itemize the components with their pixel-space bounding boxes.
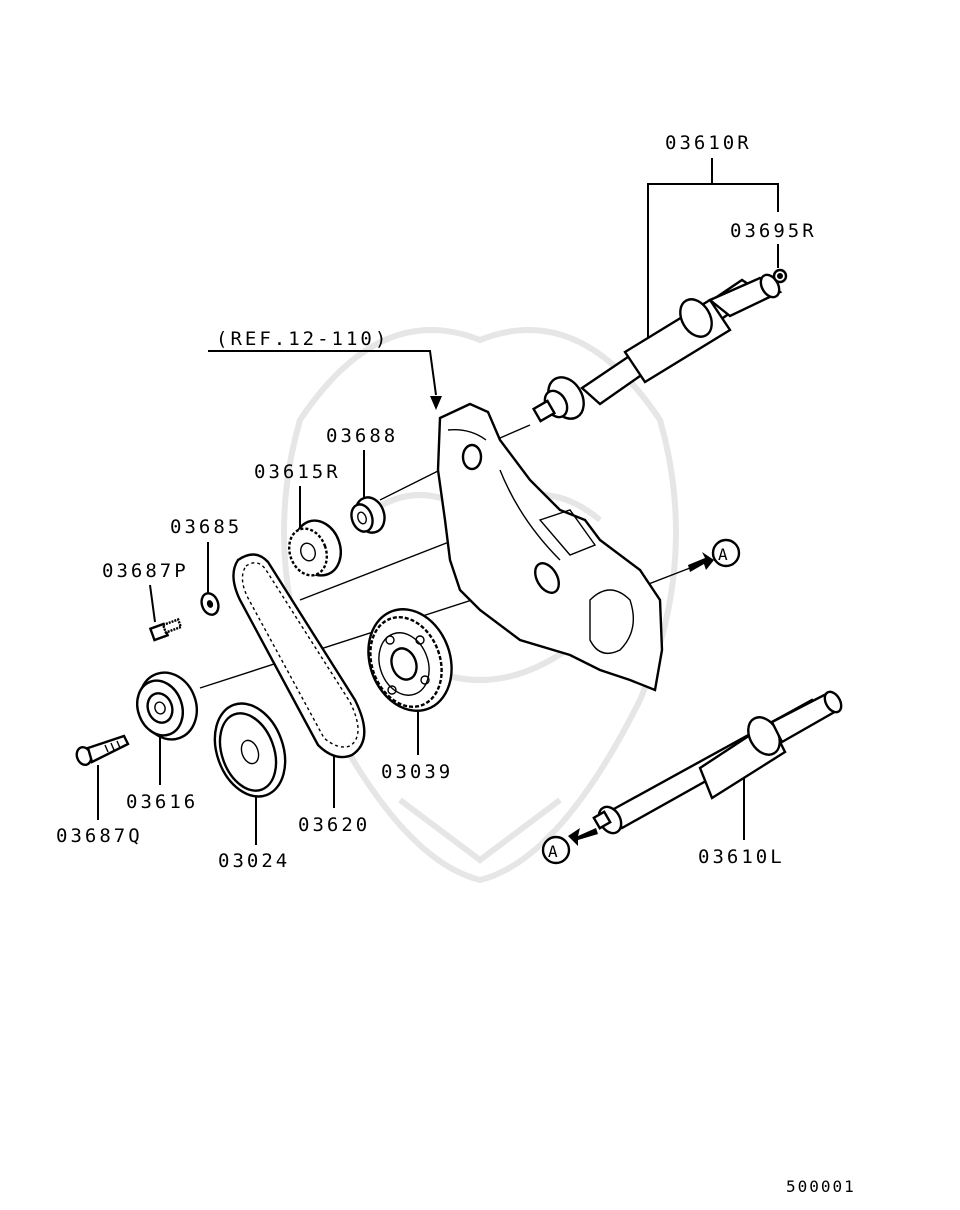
label-03615R[interactable]: 03615R: [254, 461, 341, 483]
crank-sprocket-03024[interactable]: [203, 694, 298, 807]
arrow-to-A-left: A: [541, 828, 598, 865]
label-03687Q[interactable]: 03687Q: [56, 825, 143, 847]
footer-code: 500001: [786, 1177, 856, 1196]
label-03610R[interactable]: 03610R: [665, 132, 752, 154]
tensioner-pulley-03616[interactable]: [130, 664, 206, 747]
balance-shaft-right[interactable]: [531, 272, 783, 425]
oil-pump-case[interactable]: [436, 402, 664, 692]
balance-shaft-left[interactable]: [592, 689, 845, 837]
label-03616[interactable]: 03616: [126, 791, 198, 813]
bolt-03687P[interactable]: [148, 617, 183, 642]
bolt-03687Q[interactable]: [74, 734, 130, 767]
plug-03695R[interactable]: [772, 268, 788, 284]
label-03687P[interactable]: 03687P: [102, 560, 189, 582]
arrow-to-A-right: A: [688, 538, 741, 572]
label-03039[interactable]: 03039: [381, 761, 453, 783]
label-03688[interactable]: 03688: [326, 425, 398, 447]
label-03695R[interactable]: 03695R: [730, 220, 817, 242]
view-marker-A-circle-right: [711, 538, 741, 568]
view-marker-A-right: A: [718, 545, 730, 564]
washer-03685[interactable]: [199, 591, 222, 617]
spacer-03688[interactable]: [348, 493, 389, 536]
label-03685[interactable]: 03685: [170, 516, 242, 538]
view-marker-A-left: A: [548, 842, 560, 861]
sprocket-03039[interactable]: [355, 597, 466, 722]
leader-lines: [97, 158, 779, 845]
label-03610L[interactable]: 03610L: [698, 846, 785, 868]
sprocket-03615R[interactable]: [283, 514, 348, 582]
label-03024[interactable]: 03024: [218, 850, 290, 872]
view-marker-A-circle-left: [541, 835, 571, 865]
timing-belt-03620[interactable]: [232, 553, 366, 759]
label-ref-12-110[interactable]: (REF.12-110): [216, 328, 389, 350]
ref-arrow-icon: [430, 396, 442, 410]
label-03620[interactable]: 03620: [298, 814, 370, 836]
